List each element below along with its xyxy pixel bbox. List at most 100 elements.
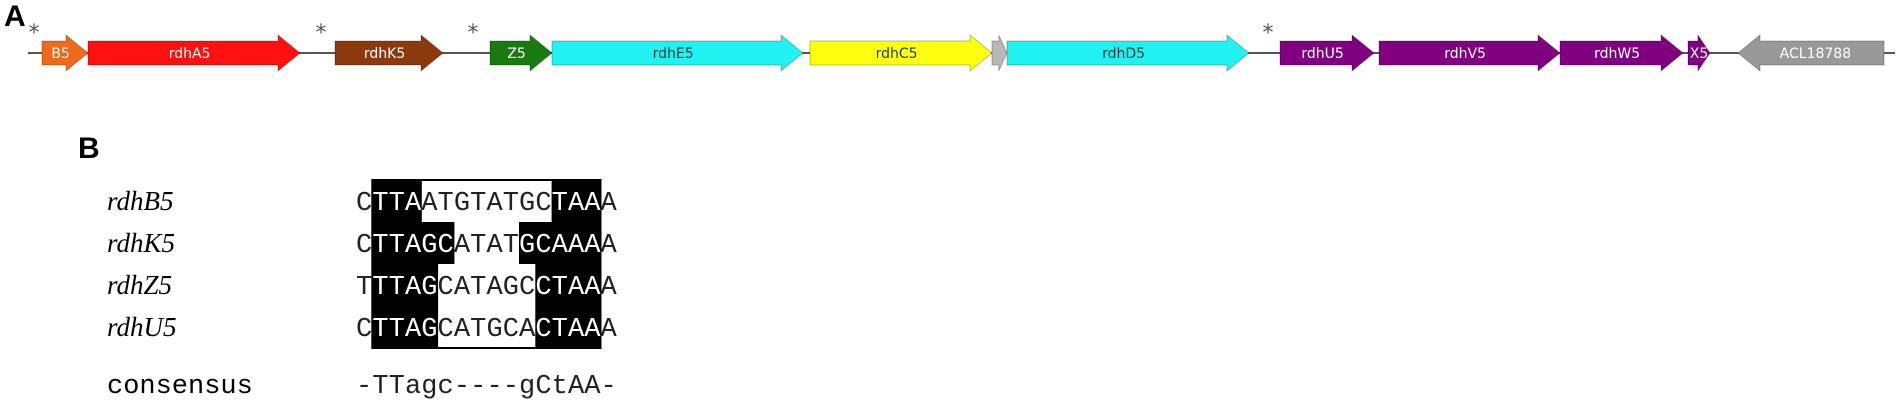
sequence-residue: T <box>470 315 486 345</box>
sequence-residue: C <box>535 273 551 303</box>
identity-shade <box>567 306 585 348</box>
sequence-residue: A <box>486 231 503 261</box>
gene-arrow-ACL18788: ACL18788 <box>1737 33 1885 73</box>
sequence-residue: A <box>568 315 585 345</box>
sequence-residue: C <box>503 315 519 345</box>
sequence-residue: T <box>503 231 519 261</box>
consensus-residue: - <box>454 372 470 400</box>
sequence-residue: T <box>438 189 454 219</box>
consensus-residue: T <box>372 372 388 400</box>
consensus-residue: g <box>519 372 535 400</box>
sequence-residue: T <box>389 189 405 219</box>
sequence-residue: A <box>601 231 618 261</box>
identity-shade <box>388 306 406 348</box>
identity-shade <box>437 222 455 264</box>
sequence-residue: T <box>389 231 405 261</box>
sequence-residue: C <box>438 315 454 345</box>
gene-label: Z5 <box>507 46 526 62</box>
sequence-residue: A <box>584 273 601 303</box>
sequence-residue: C <box>356 315 372 345</box>
identity-shade <box>584 180 602 222</box>
identity-shade <box>567 264 585 306</box>
identity-shade <box>535 264 553 306</box>
sequence-name: rdhK5 <box>107 228 175 258</box>
gene-arrow-shape <box>1559 33 1684 73</box>
consensus-residue: - <box>486 372 502 400</box>
consensus-residue: - <box>503 372 519 400</box>
sequence-residue: G <box>519 189 535 219</box>
identity-shade <box>551 306 569 348</box>
promoter-marker: * <box>468 21 479 46</box>
consensus-residue: - <box>356 372 372 400</box>
identity-shade <box>519 222 536 264</box>
identity-shade <box>388 264 406 306</box>
sequence-residue: T <box>389 273 405 303</box>
sequence-residue: T <box>552 273 568 303</box>
sequence-residue: A <box>584 315 601 345</box>
identity-shade <box>551 180 569 222</box>
sequence-residue: G <box>421 231 437 261</box>
sequence-residue: T <box>389 315 405 345</box>
sequence-residue: G <box>486 315 502 345</box>
sequence-residue: T <box>372 315 388 345</box>
identity-shade <box>535 222 553 264</box>
sequence-residue: T <box>372 189 388 219</box>
gene-arrow-shape <box>551 33 804 73</box>
gene-label: rdhV5 <box>1444 46 1486 62</box>
gene-arrow-shape <box>809 33 993 73</box>
gene-arrow-rdhD5: rdhD5 <box>1006 33 1250 73</box>
gene-label: ACL18788 <box>1780 46 1851 62</box>
identity-shade <box>584 306 602 348</box>
sequence-residue: A <box>601 189 618 219</box>
identity-shade <box>567 222 585 264</box>
consensus-residue: T <box>389 372 405 400</box>
gene-arrow-rdhA5: rdhA5 <box>87 33 301 73</box>
identity-shade <box>388 222 406 264</box>
identity-shade <box>404 222 422 264</box>
sequence-residue: T <box>470 189 486 219</box>
consensus-residue: c <box>438 372 454 400</box>
identity-shade <box>372 264 390 306</box>
sequence-residue: C <box>535 315 551 345</box>
gene-arrow-shape <box>1687 33 1711 73</box>
gene-arrow-shape <box>41 33 89 73</box>
identity-shade <box>372 306 390 348</box>
identity-shade <box>551 264 569 306</box>
sequence-name: rdhU5 <box>107 312 177 342</box>
sequence-residue: A <box>519 315 536 345</box>
sequence-residue: T <box>372 273 388 303</box>
sequence-residue: A <box>584 189 601 219</box>
gene-arrow-shape <box>1006 33 1250 73</box>
sequence-residue: G <box>519 231 535 261</box>
sequence-residue: A <box>454 231 471 261</box>
sequence-residue: C <box>356 231 372 261</box>
sequence-residue: A <box>568 273 585 303</box>
sequence-residue: C <box>535 189 551 219</box>
identity-shade <box>372 180 390 222</box>
gene-arrow-X5: X5 <box>1687 33 1711 73</box>
sequence-residue: A <box>405 273 422 303</box>
gene-arrow-shape <box>1279 33 1375 73</box>
sequence-residue: T <box>503 189 519 219</box>
gene-arrow-shape <box>87 33 301 73</box>
sequence-residue: G <box>421 315 437 345</box>
gene-arrow-Z5: Z5 <box>489 33 553 73</box>
gene-arrow-shape <box>489 33 553 73</box>
gene-arrow-rdhV5: rdhV5 <box>1378 33 1561 73</box>
consensus-residue: C <box>535 372 551 400</box>
sequence-residue: T <box>470 273 486 303</box>
sequence-residue: A <box>454 273 471 303</box>
sequence-residue: A <box>405 189 422 219</box>
consensus-residue: A <box>584 372 601 400</box>
consensus-residue: t <box>552 372 568 400</box>
identity-shade <box>421 306 439 348</box>
identity-shade <box>404 306 422 348</box>
panel-b-label: B <box>78 132 100 165</box>
identity-shade <box>372 222 390 264</box>
sequence-residue: C <box>535 231 551 261</box>
sequence-residue: A <box>454 315 471 345</box>
